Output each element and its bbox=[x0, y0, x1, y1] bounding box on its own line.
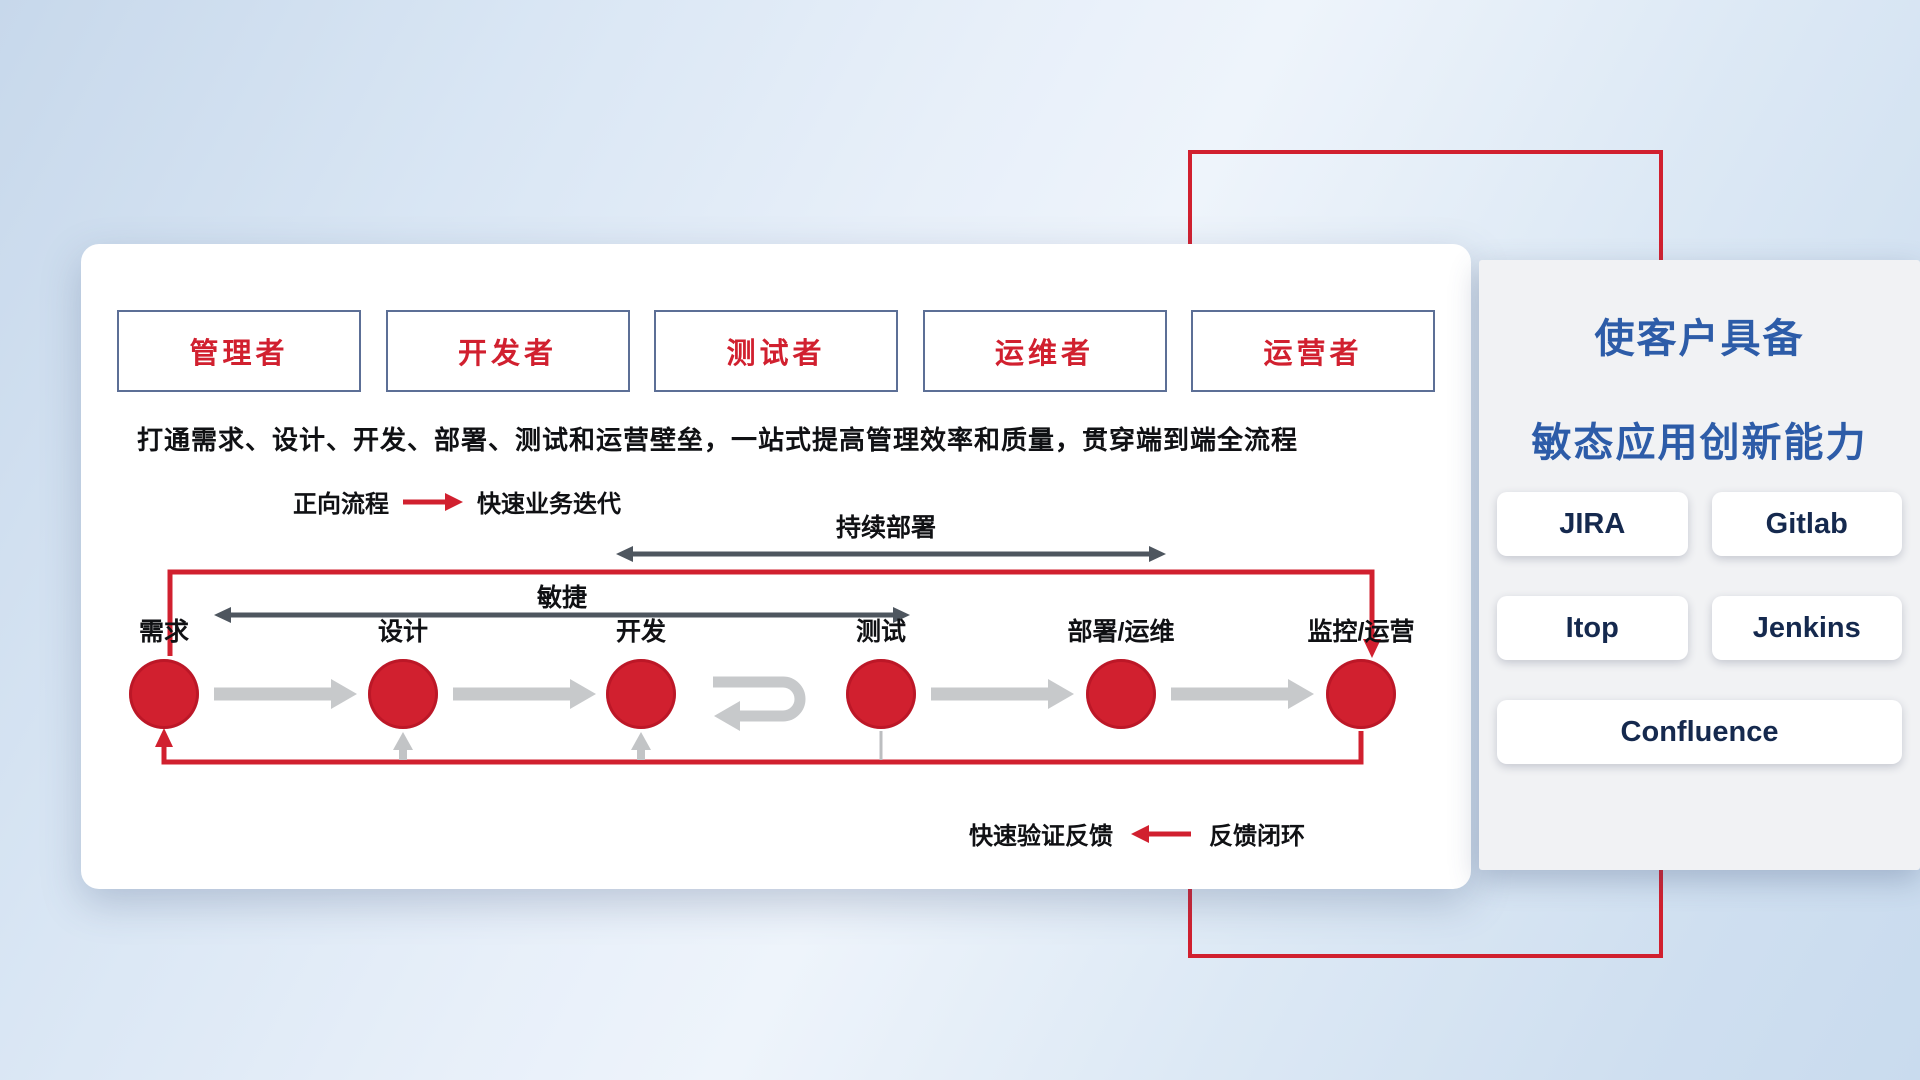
legend-forward-label: 正向流程 bbox=[293, 491, 389, 518]
right-arrow-icon bbox=[403, 492, 463, 511]
role-label: 管理者 bbox=[189, 338, 289, 370]
forward-loop-line bbox=[167, 569, 1381, 658]
left-arrow-icon bbox=[1131, 824, 1191, 843]
cd-label: 持续部署 bbox=[835, 514, 936, 542]
devops-flow-card: 管理者 开发者 测试者 运维者 运营者 打通需求、设计、开发、部署、测试和运营壁… bbox=[81, 244, 1471, 889]
tool-button-jira: JIRA bbox=[1497, 492, 1688, 556]
stage-label-develop: 开发 bbox=[615, 618, 666, 646]
stage-circle-test bbox=[846, 659, 916, 729]
tool-button-itop: Itop bbox=[1497, 596, 1688, 660]
stage-circle-requirements bbox=[129, 659, 199, 729]
roles-row: 管理者 开发者 测试者 运维者 运营者 bbox=[117, 310, 1435, 392]
role-box-operator: 运营者 bbox=[1191, 310, 1435, 392]
panel-title-line1: 使客户具备 bbox=[1594, 317, 1805, 361]
legend-feedback-label: 反馈闭环 bbox=[1209, 823, 1305, 850]
stage-label-deploy-ops: 部署/运维 bbox=[1067, 618, 1175, 646]
role-box-manager: 管理者 bbox=[117, 310, 361, 392]
flow-subtitle: 打通需求、设计、开发、部署、测试和运营壁垒，一站式提高管理效率和质量，贯穿端到端… bbox=[137, 425, 1299, 455]
legend-feedback: 快速验证反馈 反馈闭环 bbox=[969, 816, 1305, 851]
role-box-developer: 开发者 bbox=[385, 310, 630, 392]
stage-label-requirements: 需求 bbox=[138, 618, 189, 646]
stage-label-test: 测试 bbox=[855, 618, 906, 646]
panel-title-line2: 敏态应用创新能力 bbox=[1531, 421, 1868, 465]
stage-circle-develop bbox=[606, 659, 676, 729]
stage-circle-deploy-ops bbox=[1086, 659, 1156, 729]
stage-circle-monitor bbox=[1326, 659, 1396, 729]
tool-button-gitlab: Gitlab bbox=[1711, 492, 1902, 556]
capability-panel: 使客户具备 敏态应用创新能力 JIRA Gitlab Itop Jenkins … bbox=[1479, 260, 1920, 870]
role-box-ops: 运维者 bbox=[922, 310, 1167, 392]
legend-forward-desc: 快速业务迭代 bbox=[477, 491, 621, 518]
role-label: 运营者 bbox=[1263, 338, 1363, 370]
role-label: 运维者 bbox=[994, 338, 1094, 370]
legend-forward: 正向流程 快速业务迭代 bbox=[293, 484, 621, 519]
tools-grid: JIRA Gitlab Itop Jenkins Confluence bbox=[1497, 492, 1902, 764]
feedback-loop-line bbox=[155, 728, 1364, 765]
agile-label: 敏捷 bbox=[536, 584, 587, 612]
role-label: 测试者 bbox=[726, 338, 826, 370]
stage-label-design: 设计 bbox=[377, 618, 428, 646]
tool-button-jenkins: Jenkins bbox=[1711, 596, 1902, 660]
stage-label-monitor: 监控/运营 bbox=[1307, 618, 1415, 646]
legend-feedback-desc: 快速验证反馈 bbox=[969, 823, 1113, 850]
role-label: 开发者 bbox=[457, 338, 557, 370]
role-box-tester: 测试者 bbox=[654, 310, 898, 392]
flow-arrows-graphic bbox=[155, 546, 1381, 765]
stage-circle-design bbox=[368, 659, 438, 729]
tool-button-confluence: Confluence bbox=[1497, 700, 1902, 764]
iterate-loop-icon bbox=[713, 676, 806, 731]
